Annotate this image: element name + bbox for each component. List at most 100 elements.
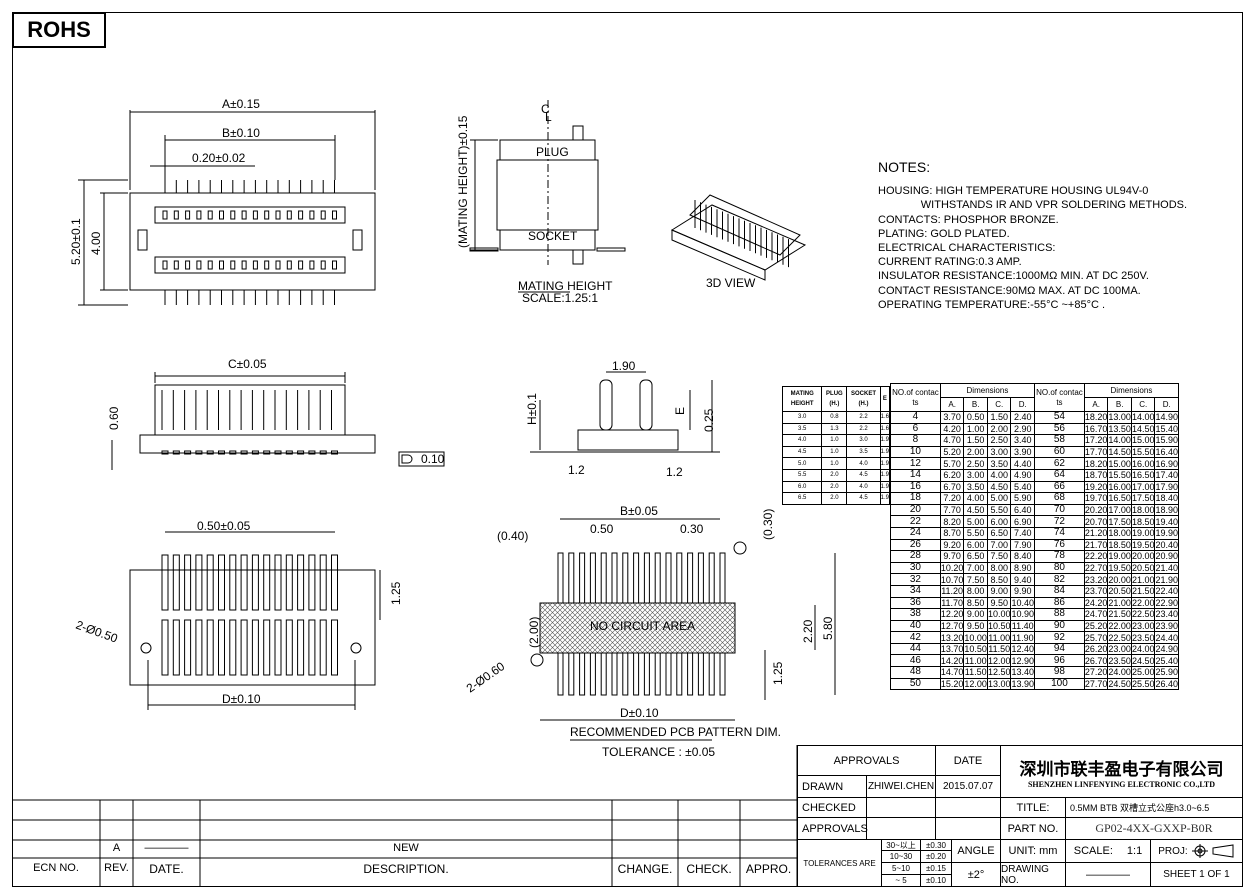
table-cell: 1.9 (879, 434, 891, 447)
table-cell: 24.40 (1154, 631, 1179, 644)
sheet-info: SHEET 1 OF 1 (1150, 862, 1243, 887)
table-cell: 11.20 (939, 584, 965, 598)
table-cell: 4.5 (846, 468, 881, 482)
header-check: CHECK. (686, 862, 732, 876)
table-cell: 16.00 (1130, 457, 1156, 470)
table-cell: 92 (1034, 631, 1085, 644)
centerline-c: C (541, 102, 550, 116)
pcb-dim-2-00: (2.00) (527, 617, 541, 648)
table-cell: 16 (890, 480, 941, 494)
table-cell: 14.20 (939, 654, 965, 668)
pin (600, 552, 607, 604)
table-cell: 60 (1034, 445, 1085, 459)
header-d-2: D. (1154, 397, 1179, 412)
rohs-label: ROHS (12, 12, 106, 48)
table-cell: 3.00 (963, 468, 988, 482)
table-cell: 6.50 (963, 550, 988, 563)
table-cell: 2.0 (821, 480, 848, 494)
pin (285, 554, 293, 611)
pin (206, 450, 214, 455)
header-a: A. (939, 397, 965, 412)
pin (161, 619, 169, 676)
table-cell: 12.00 (963, 677, 988, 691)
table-cell: 54 (1034, 411, 1085, 424)
table-cell: 11.50 (986, 642, 1012, 656)
table-cell: 2.00 (986, 422, 1012, 436)
table-cell: 26.70 (1083, 654, 1109, 668)
rev-value: A (112, 842, 121, 854)
table-cell: 2.50 (963, 457, 988, 470)
table-cell: 3.90 (1010, 445, 1035, 459)
table-cell: 17.00 (1130, 480, 1156, 494)
date-header: DATE (935, 745, 1001, 776)
table-cell: 8.00 (963, 584, 988, 598)
table-cell: 26.40 (1154, 677, 1179, 691)
table-cell: 25.20 (1083, 619, 1109, 633)
drawing-frame (12, 12, 1243, 887)
table-cell: 50 (890, 677, 941, 691)
table-cell: 19.20 (1083, 480, 1109, 494)
table-cell: 1.9 (879, 445, 891, 459)
checked-by (866, 797, 936, 818)
table-cell: 4.0 (846, 457, 881, 470)
table-cell: 4.00 (963, 492, 988, 505)
header-description: DESCRIPTION. (363, 862, 449, 876)
table-cell: 1.0 (821, 445, 848, 459)
pin (579, 552, 586, 604)
header-b: B. (963, 397, 988, 412)
table-cell: 22.00 (1107, 619, 1132, 633)
table-cell: 18.00 (1107, 526, 1132, 540)
dim-d: D±0.10 (222, 692, 261, 706)
pin (665, 652, 672, 696)
table-cell: 25.40 (1154, 654, 1179, 668)
pin (252, 260, 258, 270)
pin (557, 552, 564, 604)
pin (320, 210, 326, 220)
pin (331, 450, 338, 455)
pin (264, 260, 270, 270)
pin (263, 619, 271, 676)
table-cell: 11.70 (939, 596, 965, 610)
table-cell: 12 (890, 457, 941, 470)
pin (719, 552, 726, 604)
centerline-l: L (545, 110, 552, 124)
table-cell: 17.50 (1130, 492, 1156, 505)
pin (184, 450, 192, 455)
table-cell: 68 (1034, 492, 1085, 505)
company-block: 深圳市联丰盈电子有限公司 SHENZHEN LINFENYING ELECTRO… (1000, 745, 1243, 798)
table-cell: 0.50 (963, 411, 988, 424)
pin (218, 554, 225, 611)
table-cell: 9.90 (1010, 584, 1035, 598)
header-date: DATE. (149, 862, 184, 876)
note-line: CONTACT RESISTANCE:90MΩ MAX. AT DC 100MA… (878, 284, 1141, 297)
pcb-tolerance: TOLERANCE : ±0.05 (602, 745, 715, 759)
table-cell: 5.00 (986, 492, 1012, 505)
pin (196, 210, 202, 220)
table-cell: 17.40 (1154, 468, 1179, 482)
table-cell: 23.50 (1130, 631, 1156, 644)
pin (184, 554, 192, 611)
table-cell: 12.70 (939, 619, 965, 633)
table-cell: 20.00 (1130, 550, 1156, 563)
flatness-value: 0.10 (421, 452, 445, 466)
pin (241, 260, 247, 270)
table-cell: 23.50 (1107, 654, 1132, 668)
footprint-view: 0.50±0.05 2-Ø0.50 1.25 D±0.10 (74, 519, 403, 710)
pin (230, 260, 236, 270)
title-label: TITLE: (1000, 797, 1066, 818)
table-cell: 12.20 (939, 608, 965, 621)
pin (331, 619, 338, 676)
table-cell: 21.00 (1107, 596, 1132, 610)
table-cell: 20.00 (1107, 573, 1132, 586)
table-cell: 21.00 (1130, 573, 1156, 586)
table-cell: 13.90 (1010, 677, 1035, 691)
table-cell: 22.90 (1154, 596, 1179, 610)
pcb-dim-0-30b: (0.30) (761, 509, 775, 540)
table-cell: 3.5 (781, 422, 823, 436)
pcb-dim-5-80: 5.80 (821, 616, 835, 640)
pin (676, 552, 683, 604)
